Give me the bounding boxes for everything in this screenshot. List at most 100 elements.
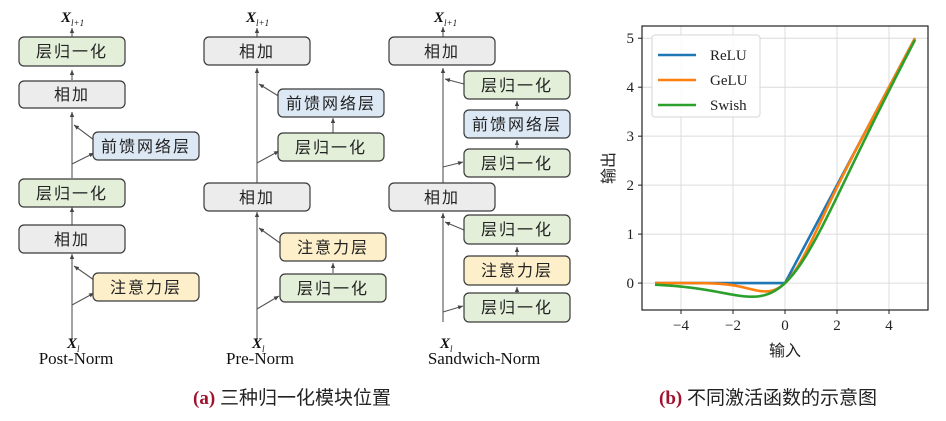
ffn-block: 前馈网络层 — [277, 88, 385, 118]
block-label: 层归一化 — [481, 220, 553, 239]
block-label: 相加 — [54, 230, 90, 249]
x-axis-label: 输入 — [769, 341, 801, 360]
attention-block: 注意力层 — [463, 255, 571, 286]
block-label: 注意力层 — [110, 278, 182, 297]
y-tick-label: 3 — [627, 129, 635, 145]
caption-b: (b) 不同激活函数的示意图 — [659, 387, 877, 409]
x-tick-label: 4 — [885, 318, 893, 334]
y-tick-label: 5 — [627, 31, 635, 47]
x-tick-label: 0 — [781, 318, 789, 334]
add-box — [203, 182, 311, 212]
post-norm-diagram: 层归一化 相加 前馈网络层 层归一化 相加 注意力层 Xl+1 Xl Post-… — [18, 10, 200, 368]
add-block: 相加 — [388, 182, 496, 212]
layernorm-block: 层归一化 — [279, 273, 387, 303]
layernorm-block: 层归一化 — [18, 36, 126, 67]
layernorm-block: 层归一化 — [463, 70, 571, 100]
add-box — [18, 80, 126, 109]
x-tick-label: −4 — [673, 318, 689, 334]
layernorm-box — [463, 292, 571, 323]
layernorm-block: 层归一化 — [18, 178, 126, 208]
y-tick-label: 1 — [627, 227, 635, 243]
branch-return-arrow — [73, 124, 95, 141]
add-box — [388, 182, 496, 212]
branch-return-arrow — [73, 265, 95, 281]
branch-arrow — [71, 152, 95, 165]
ffn-block: 前馈网络层 — [92, 131, 200, 161]
layernorm-box — [18, 178, 126, 208]
caption-a-text: 三种归一化模块位置 — [215, 387, 391, 409]
ffn-block: 前馈网络层 — [463, 109, 571, 139]
block-label: 前馈网络层 — [101, 137, 191, 156]
input-symbol: Xl — [66, 336, 80, 354]
layernorm-box — [277, 132, 385, 162]
chart-series — [654, 37, 917, 299]
series-line-swish — [654, 39, 917, 299]
x-tick-label: −2 — [725, 318, 741, 334]
layernorm-box — [463, 214, 571, 245]
input-symbol: Xl — [251, 336, 265, 354]
layernorm-block: 层归一化 — [463, 214, 571, 245]
add-block: 相加 — [18, 80, 126, 109]
layernorm-block: 层归一化 — [463, 292, 571, 323]
branch-arrow — [442, 305, 464, 313]
pre-norm-diagram: 相加 前馈网络层 层归一化 相加 注意力层 层归一化 Xl+1 Xl Pre-N… — [203, 10, 387, 368]
add-block: 相加 — [18, 224, 126, 254]
input-symbol: Xl — [439, 336, 453, 354]
branch-return-arrow — [258, 83, 281, 98]
add-box — [18, 224, 126, 254]
block-label: 相加 — [424, 188, 460, 207]
ffn-box — [463, 109, 571, 139]
output-symbol: Xl+1 — [245, 10, 269, 28]
add-box — [388, 36, 496, 66]
chart-ticks: −4 −2 0 2 4 0 1 2 3 4 5 — [627, 31, 894, 334]
block-label: 前馈网络层 — [472, 115, 562, 134]
caption-b-text: 不同激活函数的示意图 — [682, 387, 877, 409]
attention-box — [463, 255, 571, 286]
y-tick-label: 0 — [627, 276, 635, 292]
y-tick-label: 4 — [627, 80, 635, 96]
block-label: 层归一化 — [36, 42, 108, 61]
activation-chart: −4 −2 0 2 4 0 1 2 3 4 5 输入 输出 ReLU GeLU Swish — [599, 25, 929, 360]
attention-block: 注意力层 — [92, 272, 200, 302]
x-tick-label: 2 — [833, 318, 841, 334]
block-label: 相加 — [239, 42, 275, 61]
variant-label: Pre-Norm — [226, 349, 294, 368]
block-label: 层归一化 — [295, 138, 367, 157]
caption-a: (a) 三种归一化模块位置 — [193, 387, 391, 409]
add-block: 相加 — [203, 36, 311, 66]
output-symbol: Xl+1 — [60, 10, 84, 28]
branch-arrow — [442, 161, 464, 168]
block-label: 前馈网络层 — [286, 94, 376, 113]
caption-a-tag: (a) — [193, 388, 215, 409]
legend-label-gelu: GeLU — [710, 73, 748, 89]
attention-block: 注意力层 — [279, 232, 387, 262]
layernorm-box — [18, 36, 126, 67]
block-label: 注意力层 — [481, 261, 553, 280]
branch-return-arrow — [444, 221, 465, 231]
layernorm-box — [463, 148, 571, 178]
branch-arrow — [256, 150, 280, 164]
output-symbol: Xl+1 — [433, 10, 457, 28]
ffn-box — [92, 131, 200, 161]
legend-label-swish: Swish — [710, 98, 747, 114]
branch-return-arrow — [444, 78, 465, 85]
branch-return-arrow — [258, 227, 281, 244]
branch-arrow — [71, 292, 95, 306]
block-label: 层归一化 — [297, 279, 369, 298]
block-label: 层归一化 — [481, 298, 553, 317]
branch-arrow — [256, 295, 280, 310]
variant-label: Sandwich-Norm — [428, 349, 540, 368]
add-block: 相加 — [388, 36, 496, 66]
ffn-box — [277, 88, 385, 118]
chart-legend: ReLU GeLU Swish — [651, 34, 761, 118]
add-block: 相加 — [203, 182, 311, 212]
layernorm-block: 层归一化 — [277, 132, 385, 162]
y-tick-label: 2 — [627, 178, 635, 194]
caption-b-tag: (b) — [659, 388, 682, 409]
add-box — [203, 36, 311, 66]
y-axis-label: 输出 — [599, 152, 618, 184]
legend-label-relu: ReLU — [710, 48, 747, 64]
variant-label: Post-Norm — [39, 349, 114, 368]
attention-box — [92, 272, 200, 302]
block-label: 层归一化 — [481, 154, 553, 173]
